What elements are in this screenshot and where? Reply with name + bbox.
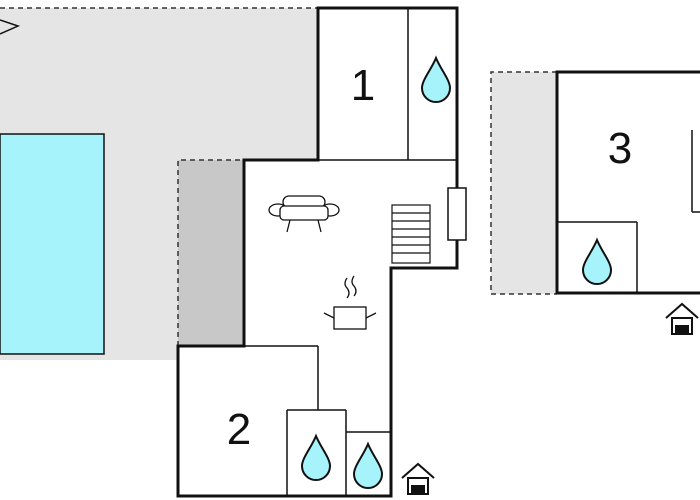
second-building-interior-walls xyxy=(557,130,700,293)
covered-terrace-border xyxy=(177,159,244,346)
main-building-walls xyxy=(176,6,459,498)
pool xyxy=(0,133,105,355)
stairs-icon xyxy=(391,204,431,264)
entrance-icon xyxy=(665,303,699,335)
north-arrow-icon xyxy=(0,19,21,35)
second-building-walls xyxy=(555,70,700,295)
interior-walls xyxy=(178,8,457,496)
window xyxy=(447,187,467,241)
room-label-1: 1 xyxy=(351,61,375,110)
sofa-icon xyxy=(268,195,340,233)
terrace-area-2 xyxy=(491,72,557,294)
room-label-3: 3 xyxy=(608,124,632,173)
covered-terrace xyxy=(178,160,244,346)
cooking-pot-icon xyxy=(323,275,377,330)
entrance-icon xyxy=(401,463,435,495)
room-label-2: 2 xyxy=(227,405,251,454)
